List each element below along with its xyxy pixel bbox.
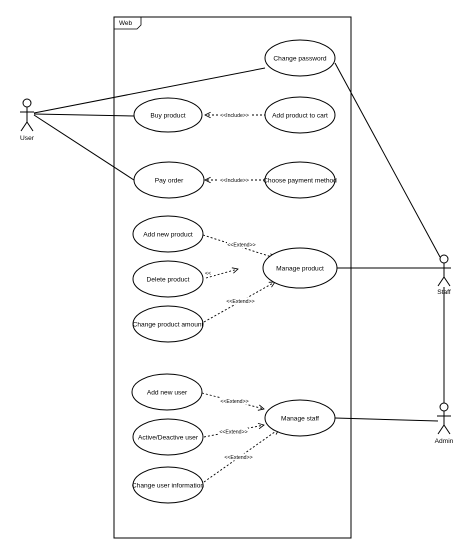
use-case-label: Add new product: [143, 232, 193, 239]
use-case-add-new-product: Add new product: [132, 215, 204, 253]
actor-user-head: [22, 98, 32, 108]
use-case-label: Manage product: [276, 266, 324, 273]
use-case-label: Pay order: [155, 178, 184, 185]
use-case-label: Delete product: [147, 277, 190, 284]
extend-delete-product: [205, 269, 238, 279]
use-case-manage-product: Manage product: [262, 247, 338, 289]
use-case-label: Change user information: [132, 483, 205, 490]
use-case-label: Change password: [273, 56, 326, 63]
actor-user-label: User: [20, 135, 35, 142]
associations: [33, 62, 445, 422]
actor-user: User: [20, 98, 35, 142]
assoc-manage-staff-admin: [334, 417, 439, 422]
include-label-cart: <<Include>>: [220, 113, 249, 119]
assoc-user-pay-order: [33, 114, 138, 183]
extend-label-delete-product: <<: [205, 271, 211, 277]
use-case-label: Change product amount: [133, 322, 204, 329]
actor-admin-head: [439, 402, 449, 412]
use-case-add-new-user: Add new user: [131, 373, 203, 411]
include-label-payment: <<Include>>: [220, 178, 249, 184]
use-case-label: Add product to cart: [272, 113, 328, 120]
use-case-change-user-information: Change user information: [132, 466, 205, 504]
actor-staff-head: [439, 254, 449, 264]
extend-label-add-user: <<Extend>>: [220, 399, 248, 405]
use-case-change-password: Change password: [264, 39, 336, 77]
use-case-pay-order: Pay order: [133, 161, 205, 199]
use-case-label: Choose payment method: [263, 178, 337, 185]
use-cases: Change password Buy product Add product …: [131, 39, 338, 504]
actor-admin-label: Admin: [435, 438, 454, 445]
use-case-choose-payment-method: Choose payment method: [263, 161, 337, 199]
assoc-user-change-password: [33, 67, 266, 114]
actor-staff: Staff: [437, 254, 451, 296]
actor-staff-label: Staff: [437, 289, 451, 296]
use-case-delete-product: Delete product: [132, 260, 204, 298]
extend-label-add-product: <<Extend>>: [227, 243, 255, 249]
use-case-active-deactive-user: Active/Deactive user: [132, 418, 204, 456]
use-case-manage-staff: Manage staff: [264, 399, 336, 437]
use-case-label: Add new user: [147, 390, 188, 397]
use-case-buy-product: Buy product: [133, 97, 203, 133]
use-case-label: Buy product: [150, 113, 185, 120]
use-case-label: Manage staff: [281, 416, 319, 423]
use-case-change-product-amount: Change product amount: [132, 305, 204, 343]
actor-admin: Admin: [435, 402, 454, 445]
extend-label-active-user: <<Extend>>: [219, 430, 247, 436]
assoc-user-buy-product: [33, 113, 135, 117]
use-case-label: Active/Deactive user: [138, 435, 199, 442]
system-title: Web: [119, 20, 132, 27]
extend-label-change-user-info: <<Extend>>: [224, 455, 252, 461]
relation-labels: <<Include>> <<Include>> <<Extend>> << <<…: [204, 111, 256, 461]
system-boundary: Web: [113, 16, 352, 539]
assoc-change-password-staff: [334, 62, 441, 258]
use-case-add-product-to-cart: Add product to cart: [264, 96, 336, 134]
extend-label-change-amount: <<Extend>>: [226, 299, 254, 305]
